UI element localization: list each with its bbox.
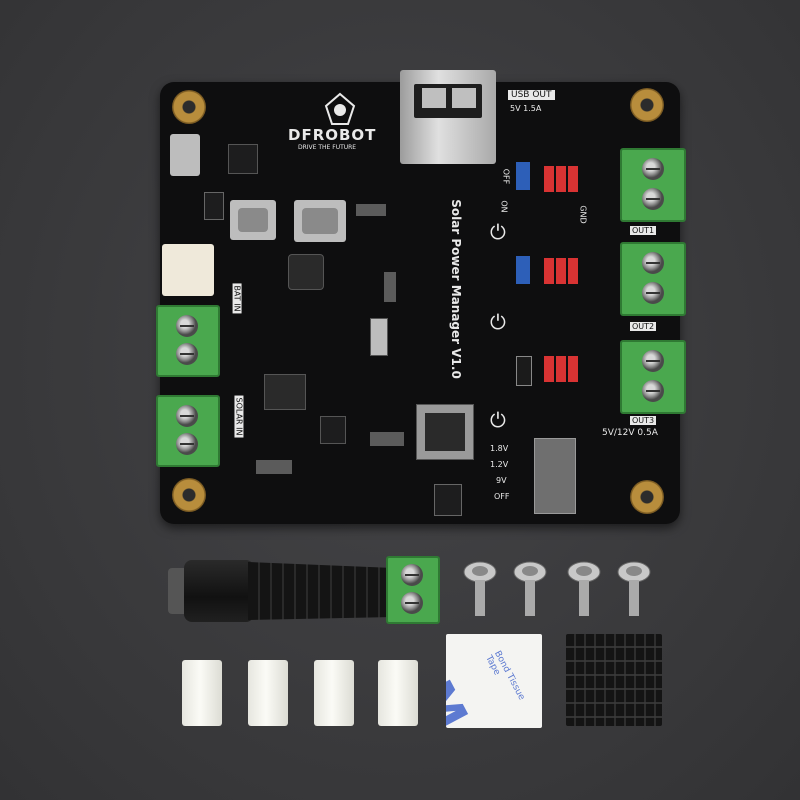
usb-out-spec: 5V 1.5A [510,104,542,113]
solar-power-manager-board: DFROBOT DRIVE THE FUTURE USB OUT 5V 1.5A… [160,70,680,524]
voltage-label: 1.8V [490,444,509,453]
brand-name: DFROBOT [288,126,377,144]
voltage-dip-switch[interactable] [534,438,576,514]
solar-in-label: SOLAR IN [234,395,244,438]
heatsink [566,634,662,726]
inductor [264,374,306,410]
battery-holder [230,200,276,240]
nylon-standoff [378,660,418,726]
out3-label: OUT3 [630,416,657,425]
tape-brand: 3M [446,642,479,728]
header-out3 [568,356,578,382]
mounting-hole [630,480,664,514]
header-out1 [544,166,554,192]
ic-chip [320,416,346,444]
mounting-screw-icon [513,561,547,616]
adhesive-tape-pad: 3M Bond Tissue Tape [446,634,542,728]
jumper-out2[interactable] [516,256,530,284]
solar-terminal-block [156,395,220,467]
tape-subtext: Bond Tissue Tape [483,649,527,702]
smd-component [434,484,462,516]
mounting-hole [172,90,206,124]
header-out2 [556,258,566,284]
power-inductor [416,404,474,460]
header-out3 [544,356,554,382]
header-out1 [568,166,578,192]
on-label: ON [499,200,509,213]
voltage-label: 1.2V [490,460,509,469]
smd-component [370,432,404,446]
micro-usb-port [170,134,200,176]
slide-switch [370,318,388,356]
nylon-standoff [182,660,222,726]
voltage-label: 9V [496,476,507,485]
out1-label: OUT1 [630,226,657,235]
board-name: Solar Power Manager V1.0 [448,199,463,379]
nylon-standoff [314,660,354,726]
nylon-standoff [248,660,288,726]
header-out2 [568,258,578,284]
dc-jack-adapter [168,556,440,640]
bat-in-label: BAT IN [232,283,242,314]
out2-label: OUT2 [630,322,657,331]
header-out2 [544,258,554,284]
mounting-hole [630,88,664,122]
smd-component [384,272,396,302]
power-icon: ⏻ [490,220,506,244]
battery-holder [294,200,346,242]
battery-connector [162,244,214,296]
output-spec: 5V/12V 0.5A [602,428,658,438]
out2-terminal-block [620,242,686,316]
out3-terminal-block [620,340,686,414]
out1-terminal-block [620,148,686,222]
usb-out-label: USB OUT [508,90,555,100]
voltage-label: OFF [494,492,510,501]
smd-component [356,204,386,216]
jumper-out1[interactable] [516,162,530,190]
power-icon: ⏻ [490,408,506,432]
smd-component [204,192,224,220]
brand-tagline: DRIVE THE FUTURE [298,144,357,151]
bat-terminal-block [156,305,220,377]
header-out1 [556,166,566,192]
mounting-screw-icon [567,561,601,616]
power-icon: ⏻ [490,310,506,334]
dfrobot-logo-icon [324,92,356,125]
ic-chip [228,144,258,174]
mounting-hole [172,478,206,512]
off-label: OFF [501,168,511,185]
inductor [288,254,324,290]
header-out3 [556,356,566,382]
usb-port [400,70,496,164]
gnd-label: GND [578,205,588,224]
mounting-screw-icon [463,561,497,616]
smd-component [256,460,292,474]
mounting-screw-icon [617,561,651,616]
jumper-out3[interactable] [516,356,532,386]
